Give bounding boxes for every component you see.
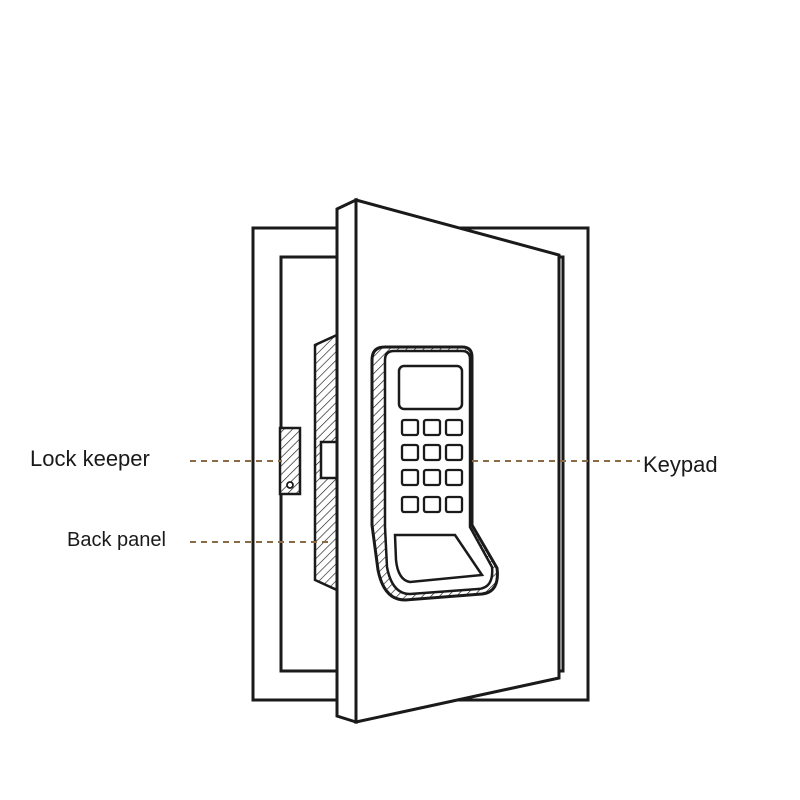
key bbox=[422, 495, 442, 514]
key bbox=[400, 443, 420, 462]
back-panel-label: Back panel bbox=[67, 529, 166, 551]
key bbox=[422, 443, 442, 462]
lock-keeper-screw bbox=[286, 481, 294, 489]
key bbox=[444, 468, 464, 487]
key bbox=[422, 418, 442, 437]
lock-keeper-label: Lock keeper bbox=[30, 446, 150, 471]
key bbox=[400, 468, 420, 487]
leader-lines bbox=[190, 460, 640, 543]
key bbox=[444, 443, 464, 462]
key bbox=[444, 495, 464, 514]
keypad-handle bbox=[393, 533, 485, 584]
key bbox=[400, 418, 420, 437]
keypad-keys bbox=[400, 418, 464, 514]
keypad-display bbox=[397, 364, 464, 411]
key bbox=[422, 468, 442, 487]
door-edge bbox=[335, 197, 358, 725]
lock-bolt bbox=[319, 440, 339, 480]
key bbox=[400, 495, 420, 514]
key bbox=[444, 418, 464, 437]
keypad-label: Keypad bbox=[643, 452, 718, 477]
